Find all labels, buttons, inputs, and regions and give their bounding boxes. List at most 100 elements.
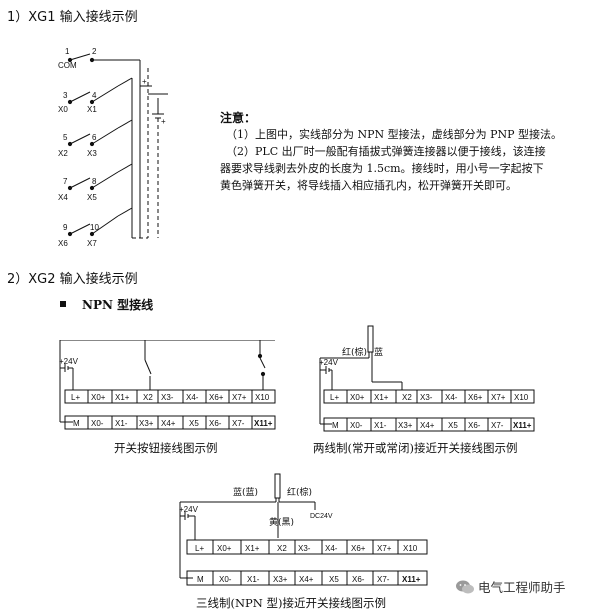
d2-terminal-top: L+ xyxy=(330,393,339,402)
d1-supply-label: +24V xyxy=(59,357,79,366)
note-body: （1）上图中，实线部分为 NPN 型接法，虚线部分为 PNP 型接法。 （2）P… xyxy=(220,126,563,194)
xg1-pin-5: 5 xyxy=(63,133,68,142)
xg1-pin-2: 2 xyxy=(92,47,97,56)
d2-terminal-bottom: X6- xyxy=(468,421,481,430)
d3-terminal-top: X4- xyxy=(325,544,338,553)
d1-terminal-top: X2 xyxy=(143,393,153,402)
d3-supply-label: +24V xyxy=(179,505,199,514)
d1-terminal-bottom: X7- xyxy=(232,419,245,428)
d1-terminal-bottom: M xyxy=(73,419,80,428)
diagram-three-wire-switch: 蓝(蓝) 红(棕) DC24V +24V 黄(黑) L+ X0+ X1+ X2 … xyxy=(179,473,428,586)
xg1-pin-4: 4 xyxy=(92,91,97,100)
d1-terminal-top: L+ xyxy=(71,393,80,402)
d1-terminal-top: X0+ xyxy=(91,393,106,402)
d1-terminal-bottom: X0- xyxy=(91,419,104,428)
d3-terminal-bottom: X3+ xyxy=(273,575,288,584)
xg1-battery-plus: + xyxy=(142,77,147,86)
d2-wire-red: 红(棕) xyxy=(342,346,367,358)
d3-wire-red: 红(棕) xyxy=(287,486,312,498)
d2-terminal-top: X4- xyxy=(445,393,458,402)
xg1-label-x1: X1 xyxy=(87,105,97,114)
d2-wire-blue: 蓝 xyxy=(374,346,383,358)
d2-terminal-bottom: X11+ xyxy=(513,421,532,430)
d3-terminal-bottom: X6- xyxy=(352,575,365,584)
d1-terminal-top: X6+ xyxy=(209,393,224,402)
d1-terminal-top: X10 xyxy=(255,393,270,402)
xg1-pin-10: 10 xyxy=(90,223,99,232)
xg1-pin-6: 6 xyxy=(92,133,97,142)
xg1-pin-8: 8 xyxy=(92,177,97,186)
xg1-label-x2: X2 xyxy=(58,149,68,158)
d2-terminal-top: X10 xyxy=(514,393,529,402)
d3-caption: 三线制(NPN 型)接近开关接线图示例 xyxy=(196,596,386,610)
xg1-label-x7: X7 xyxy=(87,239,97,248)
d2-top-terminals: L+ X0+ X1+ X2 X3- X4- X6+ X7+ X10 xyxy=(330,393,529,402)
d3-terminal-top: X0+ xyxy=(217,544,232,553)
npn-subtitle: NPN 型接线 xyxy=(82,298,154,312)
diagram-two-wire-switch: 红(棕) 蓝 +24V L+ X0+ X1+ X2 X3- X4- X6+ X7… xyxy=(319,325,535,432)
bullet-square-icon xyxy=(60,301,66,307)
d2-bottom-terminals: M X0- X1- X3+ X4+ X5 X6- X7- X11+ xyxy=(332,421,532,430)
d1-top-terminals: L+ X0+ X1+ X2 X3- X4- X6+ X7+ X10 xyxy=(71,393,270,402)
d3-dc-label: DC24V xyxy=(310,513,333,520)
d3-terminal-top: X7+ xyxy=(377,544,392,553)
d3-terminal-top: X10 xyxy=(403,544,418,553)
xg1-pin-9: 9 xyxy=(63,223,68,232)
diagram-switch-button: +24V L+ X0+ X1+ X2 X3- X4- X6+ X7+ X10 M… xyxy=(59,340,276,430)
d3-terminal-top: L+ xyxy=(195,544,204,553)
d3-top-terminals: L+ X0+ X1+ X2 X3- X4- X6+ X7+ X10 xyxy=(195,544,418,553)
d2-terminal-bottom: X0- xyxy=(350,421,363,430)
d1-bottom-terminals: M X0- X1- X3+ X4+ X5 X6- X7- X11+ xyxy=(73,419,273,428)
d3-terminal-bottom: X0- xyxy=(219,575,232,584)
note-line-1: （1）上图中，实线部分为 NPN 型接法，虚线部分为 PNP 型接法。 xyxy=(226,128,563,141)
d2-terminal-bottom: X4+ xyxy=(420,421,435,430)
d3-wire-yellow: 黄(黑) xyxy=(269,516,294,528)
d3-terminal-bottom: M xyxy=(197,575,204,584)
d3-terminal-bottom: X7- xyxy=(377,575,390,584)
xg1-wiring-diagram: 1 2 COM 3 4 X0 X1 5 6 X2 X3 7 8 X4 X5 9 … xyxy=(58,47,168,248)
d3-terminal-bottom: X5 xyxy=(329,575,339,584)
xg1-label-x3: X3 xyxy=(87,149,97,158)
d1-terminal-top: X3- xyxy=(161,393,174,402)
d3-terminal-top: X3- xyxy=(298,544,311,553)
d1-terminal-bottom: X4+ xyxy=(161,419,176,428)
d1-terminal-top: X1+ xyxy=(115,393,130,402)
xg1-label-x0: X0 xyxy=(58,105,68,114)
d2-terminal-top: X6+ xyxy=(468,393,483,402)
d2-terminal-bottom: X1- xyxy=(374,421,387,430)
xg1-battery-plus-2: + xyxy=(161,117,166,126)
d1-caption: 开关按钮接线图示例 xyxy=(114,441,218,455)
xg1-pin-1: 1 xyxy=(65,47,70,56)
d3-terminal-top: X6+ xyxy=(351,544,366,553)
d2-terminal-bottom: X5 xyxy=(448,421,458,430)
d3-terminal-bottom: X1- xyxy=(247,575,260,584)
d2-terminal-top: X7+ xyxy=(491,393,506,402)
d3-bottom-terminals: M X0- X1- X3+ X4+ X5 X6- X7- X11+ xyxy=(197,575,421,584)
note-title: 注意： xyxy=(220,111,257,125)
note-line-2: （2）PLC 出厂时一般配有插拔式弹簧连接器以便于接线，该连接 xyxy=(226,145,546,158)
xg1-label-x6: X6 xyxy=(58,239,68,248)
note-line-4: 黄色弹簧开关，将导线插入相应插孔内，松开弹簧开关即可。 xyxy=(220,179,517,192)
d2-supply-label: +24V xyxy=(319,358,339,367)
xg1-label-com: COM xyxy=(58,61,77,70)
xg1-label-x5: X5 xyxy=(87,193,97,202)
watermark: 电气工程师助手 xyxy=(455,577,566,596)
d1-terminal-bottom: X1- xyxy=(115,419,128,428)
d3-wire-blue: 蓝(蓝) xyxy=(233,486,258,498)
d3-terminal-bottom: X11+ xyxy=(402,575,421,584)
d1-terminal-top: X4- xyxy=(186,393,199,402)
d2-terminal-top: X2 xyxy=(402,393,412,402)
d2-caption: 两线制(常开或常闭)接近开关接线图示例 xyxy=(313,441,518,455)
d3-terminal-bottom: X4+ xyxy=(299,575,314,584)
d3-terminal-top: X2 xyxy=(277,544,287,553)
d1-terminal-bottom: X6- xyxy=(209,419,222,428)
d2-terminal-bottom: X3+ xyxy=(398,421,413,430)
d1-terminal-bottom: X5 xyxy=(189,419,199,428)
watermark-text: 电气工程师助手 xyxy=(478,580,566,595)
xg1-label-x4: X4 xyxy=(58,193,68,202)
d1-terminal-top: X7+ xyxy=(232,393,247,402)
section-2-title: 2）XG2 输入接线示例 xyxy=(7,272,138,287)
xg1-pin-7: 7 xyxy=(63,177,68,186)
d2-terminal-top: X0+ xyxy=(350,393,365,402)
xg1-pin-3: 3 xyxy=(63,91,68,100)
